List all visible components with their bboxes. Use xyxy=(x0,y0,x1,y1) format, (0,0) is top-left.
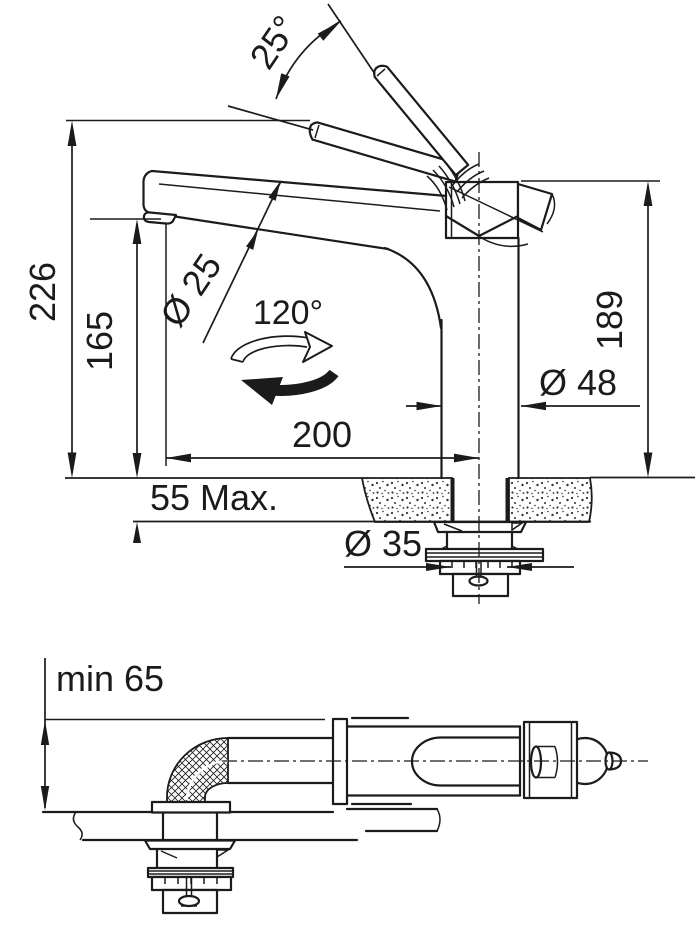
dim-counter-thickness-label: 55 Max. xyxy=(150,477,278,518)
dim-spout-diameter-label: Ø 25 xyxy=(152,246,230,334)
counter-mount xyxy=(150,800,232,842)
dim-counter-thickness: 55 Max. xyxy=(133,477,278,543)
mounting-hardware xyxy=(424,520,545,598)
dim-swivel-angle-label: 120° xyxy=(253,294,323,332)
aerator xyxy=(142,211,178,225)
dim-spout-reach-label: 200 xyxy=(292,414,352,455)
swivel-rotation-icon: 120° xyxy=(230,294,339,405)
dim-body-height: 189 xyxy=(521,180,660,478)
dim-clearance: min 65 xyxy=(40,658,325,811)
faucet-handle-raised xyxy=(373,64,470,177)
dim-spout-height: 165 xyxy=(79,218,161,478)
dim-total-height: 226 xyxy=(22,119,310,478)
counter-slab-side xyxy=(41,807,441,842)
top-view: 25° 226 165 Ø 25 xyxy=(22,3,695,604)
dim-total-height-label: 226 xyxy=(22,262,63,322)
countertop-section xyxy=(65,476,695,523)
faucet-spout xyxy=(142,169,449,330)
dim-handle-angle: 25° xyxy=(227,3,376,131)
bottom-view: min 65 xyxy=(40,658,648,915)
dim-body-height-label: 189 xyxy=(589,290,630,350)
dim-body-diameter-label: Ø 48 xyxy=(539,362,617,403)
faucet-folded-flat xyxy=(222,716,648,806)
handle-base-fairings xyxy=(426,161,490,211)
dim-body-diameter: Ø 48 xyxy=(406,362,640,411)
dim-clearance-label: min 65 xyxy=(56,658,164,699)
faucet-handle-lowered xyxy=(308,121,462,183)
dim-handle-angle-label: 25° xyxy=(241,8,305,76)
dim-hole-diameter-label: Ø 35 xyxy=(344,523,422,564)
supply-hose-elbow xyxy=(166,736,335,803)
dim-spout-height-label: 165 xyxy=(79,311,120,371)
swivel-collar xyxy=(522,720,579,800)
faucet-body xyxy=(440,236,520,480)
dim-hole-diameter: Ø 35 xyxy=(344,523,574,571)
dim-spout-reach: 200 xyxy=(165,224,479,466)
mounting-hardware-side xyxy=(143,839,237,915)
